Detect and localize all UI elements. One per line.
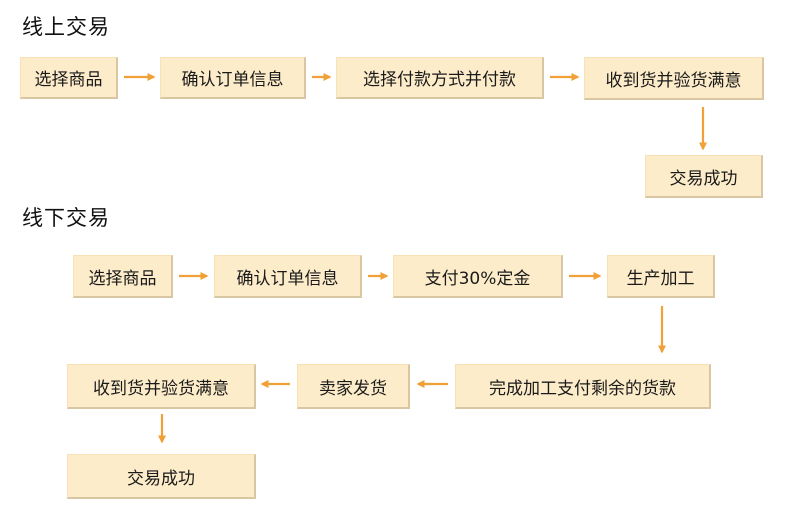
- offline-step-deposit: 支付30%定金: [393, 255, 563, 298]
- offline-section-title: 线下交易: [22, 206, 110, 230]
- offline-step-confirm-order: 确认订单信息: [214, 255, 362, 298]
- online-step-choose-payment: 选择付款方式并付款: [336, 57, 544, 99]
- online-step-select-goods: 选择商品: [20, 57, 118, 99]
- offline-step-select-goods: 选择商品: [73, 255, 173, 298]
- offline-step-production: 生产加工: [607, 255, 715, 298]
- offline-step-receive-inspect: 收到货并验货满意: [67, 364, 256, 409]
- online-step-trade-success: 交易成功: [645, 155, 763, 198]
- offline-step-trade-success: 交易成功: [67, 454, 256, 499]
- offline-step-pay-balance: 完成加工支付剩余的货款: [455, 364, 711, 409]
- online-section-title: 线上交易: [22, 15, 110, 39]
- online-step-receive-inspect: 收到货并验货满意: [584, 57, 764, 100]
- offline-step-seller-ships: 卖家发货: [297, 364, 410, 409]
- online-step-confirm-order: 确认订单信息: [160, 57, 306, 99]
